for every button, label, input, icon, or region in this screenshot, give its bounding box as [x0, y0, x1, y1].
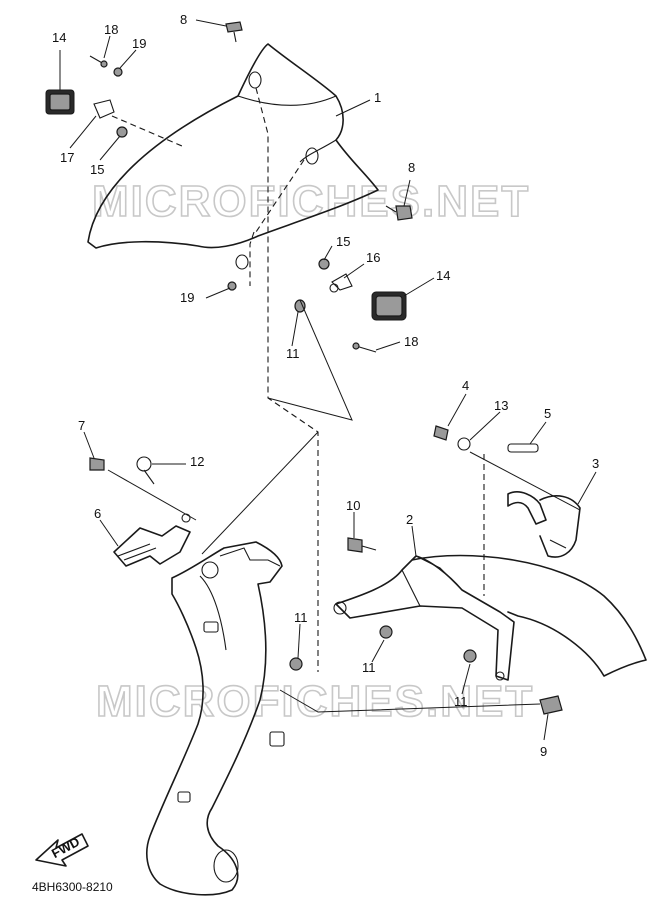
callout-12: 12	[190, 454, 204, 469]
callout-19b: 19	[180, 290, 194, 305]
callout-11d: 11	[454, 694, 468, 709]
watermark-top: MICROFICHES.NET	[92, 177, 530, 226]
drawing-code: 4BH6300-8210	[32, 880, 113, 894]
callout-10: 10	[346, 498, 360, 513]
callout-2: 2	[406, 512, 413, 527]
callout-11c: 11	[362, 660, 376, 675]
wire-guide	[507, 491, 581, 558]
callout-numbers: 1 2 3 4 5 6 7 8 8 9 10 11 11 11 11 12 13…	[52, 12, 599, 759]
callout-11a: 11	[286, 346, 300, 361]
callout-15b: 15	[336, 234, 350, 249]
callout-3: 3	[592, 456, 599, 471]
callout-6: 6	[94, 506, 101, 521]
callout-13: 13	[494, 398, 508, 413]
callout-18a: 18	[104, 22, 118, 37]
callout-14b: 14	[436, 268, 450, 283]
upper-fender-cover	[87, 43, 379, 270]
callout-8b: 8	[408, 160, 415, 175]
callout-11b: 11	[294, 610, 308, 625]
hardware	[45, 21, 563, 715]
rear-fender-assembly	[333, 554, 647, 681]
watermark-bottom: MICROFICHES.NET	[96, 677, 534, 726]
callout-1: 1	[374, 90, 381, 105]
callout-15a: 15	[90, 162, 104, 177]
callout-leaders	[59, 19, 597, 741]
callout-4: 4	[462, 378, 469, 393]
callout-8a: 8	[180, 12, 187, 27]
callout-18b: 18	[404, 334, 418, 349]
callout-19a: 19	[132, 36, 146, 51]
assembly-lines	[107, 87, 581, 713]
callout-5: 5	[544, 406, 551, 421]
callout-7: 7	[78, 418, 85, 433]
fork-body	[146, 541, 285, 896]
callout-16: 16	[366, 250, 380, 265]
fwd-label: FWD	[49, 834, 82, 861]
callout-14a: 14	[52, 30, 66, 45]
fwd-arrow: FWD	[35, 833, 89, 867]
fender-bracket	[113, 513, 191, 567]
callout-17: 17	[60, 150, 74, 165]
callout-9: 9	[540, 744, 547, 759]
